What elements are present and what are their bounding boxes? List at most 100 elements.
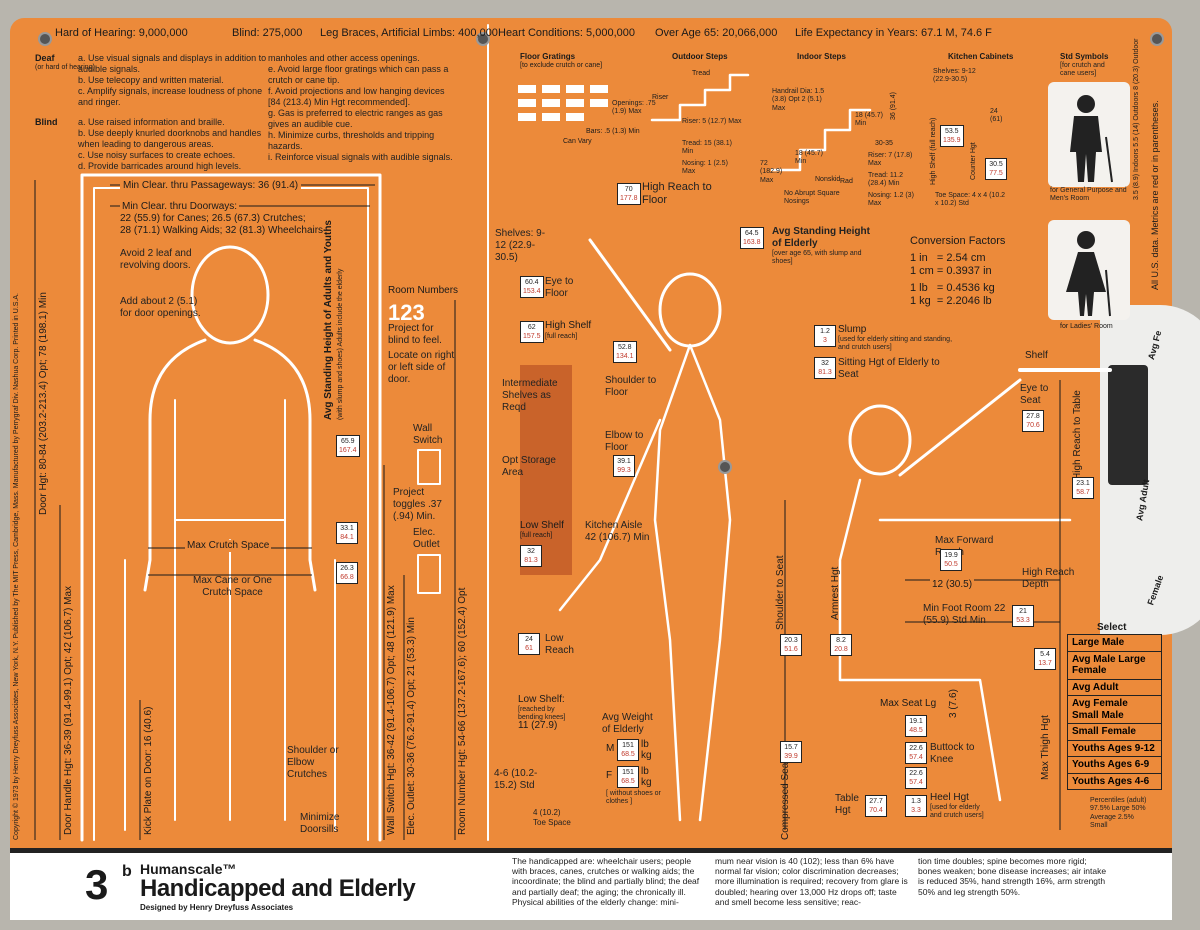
select-item-avg-male[interactable]: Avg Male Large Female <box>1068 652 1161 680</box>
general-g: g. Gas is preferred to electric ranges a… <box>268 108 443 129</box>
shoulder-floor-label: Shoulder to Floor <box>605 375 657 398</box>
room-number-sample: 123 <box>388 300 425 325</box>
grating-canvary: Can Vary <box>563 138 592 145</box>
door-avoid: Avoid 2 leaf and revolving doors. <box>120 248 192 271</box>
blind-b: b. Use deeply knurled doorknobs and hand… <box>78 128 262 149</box>
eye-seat-label: Eye to Seat <box>1020 383 1049 406</box>
opt-storage: Opt Storage Area <box>502 455 556 478</box>
avg-elderly-label: Avg Standing Height of Elderly <box>772 226 870 249</box>
kitchen-shelves: Shelves: 9-12 (22.9-30.5) <box>933 68 976 84</box>
outdoor-tread-val: Tread: 15 (38.1) Min <box>682 140 732 156</box>
select-item-avg-adult[interactable]: Avg Adult <box>1068 680 1161 696</box>
indoor-18b: 18 (45.7) Min <box>855 112 884 128</box>
indoor-steps <box>770 108 872 172</box>
shoulder-elbow-label: Shoulder or Elbow Crutches <box>287 745 339 780</box>
weight-kg-1: kg <box>641 750 652 761</box>
sitting-hgt-label: Sitting Hgt of Elderly to Seat <box>838 357 940 380</box>
footer-number: 3 <box>85 861 109 908</box>
outdoor-nosing: Nosing: 1 (2.5) Max <box>682 160 728 176</box>
deaf-sub: (or hard of hearing) <box>35 64 95 71</box>
d-12: 12 (30.5) <box>930 579 975 591</box>
avg-standing-adults: Avg Standing Height of Adults and Youths <box>323 220 334 420</box>
select-title: Select <box>1097 622 1127 633</box>
general-d: manholes and other access openings. <box>268 53 420 63</box>
elec-outlet-label: Elec. Outlet <box>413 527 440 550</box>
screw-top-left <box>38 32 52 46</box>
stat-braces: Leg Braces, Artificial Limbs: 400,000 <box>320 27 498 39</box>
select-item-youths-6-9[interactable]: Youths Ages 6-9 <box>1068 757 1161 774</box>
select-item-youths-4-6[interactable]: Youths Ages 4-6 <box>1072 775 1150 787</box>
outdoor-steps <box>650 73 750 122</box>
blind-a: a. Use raised information and braille. <box>78 117 225 127</box>
outdoor-riser: Riser: 5 (12.7) Max <box>682 118 742 125</box>
crutches <box>124 559 336 831</box>
minimize-doorsills-label: Minimize Doorsills <box>300 812 340 835</box>
kick-plate-label: Kick Plate on Door: 16 (40.6) <box>143 706 154 835</box>
std-symbols-sub: [for crutch and cane users] <box>1060 62 1105 78</box>
avg-elderly-sub: [over age 65, with slump and shoes] <box>772 250 862 266</box>
footer-para-2: mum near vision is 40 (102); less than 6… <box>715 856 908 907</box>
elderly-reach-arm <box>588 238 672 352</box>
door-height-label: Door Hgt: 80-84 (203.2-213.4) Opt; 78 (1… <box>38 292 49 515</box>
deaf-label: Deaf <box>35 53 55 63</box>
low-shelf2-sub: [reached by bending knees] <box>518 706 566 722</box>
select-item-youths-9-12[interactable]: Youths Ages 9-12 <box>1068 741 1161 757</box>
conversion-3: 1 lb = 0.4536 kg <box>910 282 995 294</box>
general-h: h. Minimize curbs, thresholds and trippi… <box>268 130 435 151</box>
low-shelf-sub: [full reach] <box>520 532 553 539</box>
indoor-steps-title: Indoor Steps <box>797 52 846 61</box>
stat-blind: Blind: 275,000 <box>232 27 303 39</box>
high-shelf-sub: [full reach] <box>545 333 578 340</box>
percentiles-note: Percentiles (adult) 97.5% Large 50% Aver… <box>1090 797 1147 830</box>
blind-d: d. Provide barricades around high levels… <box>78 161 242 171</box>
high-reach-label: High Reach to Floor <box>642 181 712 207</box>
select-item-large-male[interactable]: Large Male <box>1068 635 1161 652</box>
selector-wheel[interactable]: Avg Fe Avg Adult Female <box>1100 305 1200 635</box>
select-list[interactable]: Large Male Avg Male Large Female Avg Adu… <box>1067 634 1162 790</box>
indoor-rad: Rad <box>840 178 853 185</box>
no-abrupt: No Abrupt Square Nosings <box>784 190 840 206</box>
symbol-side-dims: 3.5 (8.9) Indoors 5.5 (14) Outdoors 8 (2… <box>1133 38 1140 200</box>
slump-sub: [used for elderly sitting and standing, … <box>838 336 953 352</box>
door-min-doorways-1: Min Clear. thru Doorways: <box>120 201 240 213</box>
select-item-small-female[interactable]: Small Female <box>1068 724 1161 741</box>
wall-switch-label: Wall Switch <box>413 423 443 446</box>
toe-space: 4 (10.2) Toe Space <box>533 808 571 827</box>
weight-f: F <box>606 770 613 781</box>
elbow-floor-label: Elbow to Floor <box>605 430 644 453</box>
low-reach-label: Low Reach <box>545 633 574 656</box>
door-frame-outline <box>80 173 382 842</box>
stat-heart: Heart Conditions: 5,000,000 <box>498 27 635 39</box>
floor-gratings-title: Floor Gratings <box>520 52 576 61</box>
table-hgt-label: Table Hgt <box>835 793 859 816</box>
screw-top-right <box>1150 32 1164 46</box>
outdoor-riser-mark: Riser <box>652 94 669 101</box>
elderly-low-arm <box>558 418 662 612</box>
kitchen-toe: Toe Space: 4 x 4 (10.2 x 10.2) Std <box>935 192 1006 208</box>
min-foot-label: Min Foot Room 22 (55.9) Std Min <box>923 603 1006 626</box>
elderly-body <box>653 343 732 822</box>
mens-room-symbol <box>1048 82 1130 187</box>
figure-shoulders <box>143 338 317 592</box>
weight-m: M <box>606 743 615 754</box>
door-handle-label: Door Handle Hgt: 36-39 (91.4-99.1) Opt; … <box>63 585 74 835</box>
indoor-riser: Riser: 7 (17.8) Max <box>868 152 913 168</box>
low-shelf2-label: Low Shelf: <box>518 694 565 705</box>
door-min-passage: Min Clear. thru Passageways: 36 (91.4) <box>120 180 302 192</box>
high-reach-depth: High Reach Depth <box>1022 567 1075 590</box>
copyright: Copyright © 1973 by Henry Dreyfuss Assoc… <box>13 293 20 840</box>
conversion-2: 1 cm = 0.3937 in <box>910 265 992 277</box>
select-item-avg-female[interactable]: Avg Female Small Male <box>1068 696 1161 724</box>
seated-shelf-label: Shelf <box>1025 350 1048 361</box>
